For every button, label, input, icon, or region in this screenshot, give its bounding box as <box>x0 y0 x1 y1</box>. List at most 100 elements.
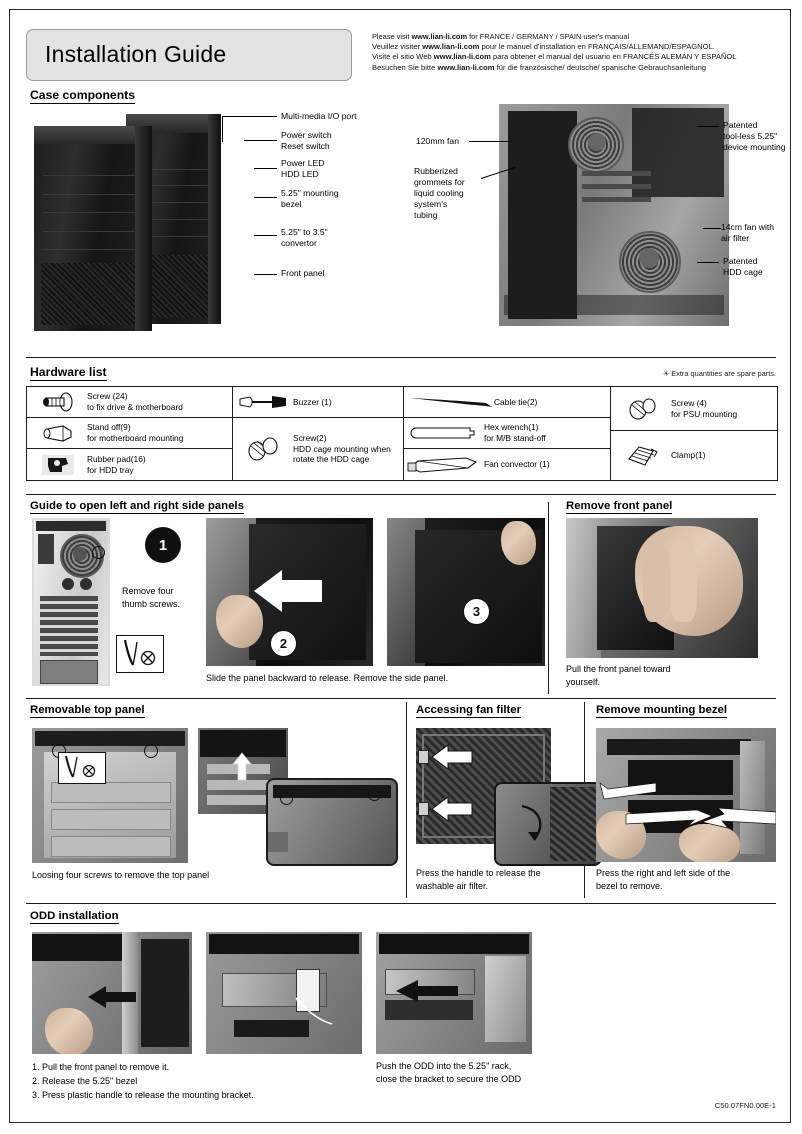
label-14cm-fan-with-air-filter: 14cm fan with air filter <box>721 222 775 243</box>
leader-line-2 <box>244 140 277 141</box>
language-notes: Please visit www.lian-li.com for FRANCE … <box>372 32 776 73</box>
fan-filter-inset-photo <box>494 782 602 866</box>
leader-14cm-fan <box>703 228 721 229</box>
screw2-icon <box>235 436 293 463</box>
leader-line-3 <box>254 168 277 169</box>
standoff-icon <box>29 420 87 447</box>
language-note-fr: Veuillez visiter www.lian-li.com pour le… <box>372 42 715 52</box>
leader-line-5 <box>254 235 277 236</box>
label-power-switch: Power switch <box>281 130 332 140</box>
document-code: C50.07FN0.00E-1 <box>714 1101 776 1110</box>
cable-tie-icon <box>406 389 494 416</box>
label-reset-switch: Reset switch <box>281 141 330 151</box>
odd-installation-section: ODD installation 1. Pull the front panel… <box>26 910 776 1100</box>
hardware-item-fan-convector: Fan convector (1) <box>404 449 610 480</box>
hardware-item-standoff9-text: Stand off(9) for motherboard mounting <box>87 422 184 443</box>
hardware-item-clamp-text: Clamp(1) <box>671 450 706 461</box>
screw4-icon <box>613 395 671 422</box>
title-box: Installation Guide <box>26 29 352 81</box>
hardware-item-standoff9: Stand off(9) for motherboard mounting <box>27 418 232 449</box>
odd-step-3: 3. Press plastic handle to release the m… <box>32 1090 254 1100</box>
screw-icon <box>29 389 87 416</box>
label-front-panel: Front panel <box>281 268 325 278</box>
front-panel-heading: Remove front panel <box>566 500 673 514</box>
mounting-bezel-photo <box>596 728 776 862</box>
language-note-es: Visite el sitio Web www.lian-li.com para… <box>372 52 737 62</box>
top-screw-circle-right <box>144 744 158 758</box>
leader-line-4 <box>254 197 277 198</box>
label-power-led: Power LED <box>281 158 325 168</box>
front-panel-caption: Pull the front panel toward yourself. <box>566 664 671 687</box>
odd-photo-3 <box>376 932 532 1054</box>
remove-thumbscrews-note: Remove four thumb screws. <box>122 586 181 609</box>
hardware-item-buzzer: Buzzer (1) <box>233 387 403 418</box>
hardware-item-screw2-text: Screw(2) HDD cage mounting when rotate t… <box>293 433 391 465</box>
case-interior-photo-group: 120mm fan Rubberized grommets for liquid… <box>411 104 786 344</box>
panel-guides-section: Guide to open left and right side panels… <box>26 500 776 696</box>
page-border <box>9 9 791 1123</box>
label-patented-hdd-cage: Patented HDD cage <box>723 256 763 277</box>
hardware-column-1: Screw (24) to fix drive & motherboard St… <box>27 387 233 480</box>
step-2-badge: 2 <box>270 630 297 657</box>
hardware-item-hex-wrench: Hex wrench(1) for M/B stand-off <box>404 418 610 449</box>
three-panel-section: Removable top panel Loos <box>26 702 776 900</box>
top-screw-callout <box>58 752 106 784</box>
page-title: Installation Guide <box>45 41 227 67</box>
hardware-item-buzzer-text: Buzzer (1) <box>293 396 332 407</box>
remove-panel-photo: 3 <box>387 518 545 666</box>
label-525-to-35-convertor: 5.25" to 3.5" convertor <box>281 227 328 248</box>
divider-after-three-panel <box>26 903 776 904</box>
hardware-item-hex-wrench-text: Hex wrench(1) for M/B stand-off <box>484 422 546 443</box>
fan-convector-icon <box>406 451 484 478</box>
panel-guides-vertical-divider <box>548 502 549 694</box>
hardware-item-screw24-text: Screw (24) to fix drive & motherboard <box>87 391 183 412</box>
hardware-column-2: Buzzer (1) Screw(2) HDD cage mounting wh… <box>233 387 404 480</box>
hardware-item-screw4-text: Screw (4) for PSU mounting <box>671 397 738 419</box>
hardware-list-section: Hardware list ✳ Extra quantities are spa… <box>26 363 778 485</box>
mounting-bezel-caption: Press the right and left side of the bez… <box>596 868 731 891</box>
tower-photo-front <box>34 126 152 331</box>
case-components-section: Case components <box>26 86 786 351</box>
language-note-de: Besuchen Sie bitte www.lian-li.com für d… <box>372 62 707 72</box>
lianli-url-de: www.lian-li.com <box>437 62 495 72</box>
hex-wrench-icon <box>406 420 484 447</box>
top-panel-photo-left <box>32 728 188 863</box>
fan-screw-circle-left <box>280 792 293 805</box>
hardware-item-clamp: Clamp(1) <box>611 431 777 480</box>
odd-photo-1 <box>32 932 192 1054</box>
case-front-photo-group: Multi-media I/O port Power switch Reset … <box>26 104 386 344</box>
leader-120mm-fan <box>469 141 511 142</box>
hardware-item-rubber-pad16: Rubber pad(16) for HDD tray <box>27 449 232 480</box>
odd-step-1: 1. Pull the front panel to remove it. <box>32 1062 170 1072</box>
odd-steps: 1. Pull the front panel to remove it. 2.… <box>32 1060 254 1102</box>
thumbscrew-callout <box>116 635 164 673</box>
odd-installation-heading: ODD installation <box>30 910 119 924</box>
leader-toolless-mounting <box>697 126 719 127</box>
clamp-icon <box>613 442 671 469</box>
lianli-url-en: www.lian-li.com <box>411 32 468 41</box>
lianli-url-fr: www.lian-li.com <box>422 42 480 52</box>
slide-panel-photo: 2 <box>206 518 373 666</box>
label-120mm-fan: 120mm fan <box>416 136 459 146</box>
divider-after-case-components <box>26 357 776 358</box>
hardware-list-table: Screw (24) to fix drive & motherboard St… <box>26 386 778 481</box>
buzzer-icon <box>235 389 293 416</box>
label-hdd-led: HDD LED <box>281 169 319 179</box>
hardware-item-cable-tie-text: Cable tie(2) <box>494 396 538 407</box>
case-components-heading: Case components <box>30 88 135 104</box>
divider-after-hardware-list <box>26 494 776 495</box>
fan-filter-heading: Accessing fan filter <box>416 704 522 718</box>
rear-case-photo <box>32 518 110 686</box>
fan-screw-circle-right <box>368 788 381 801</box>
odd-photo-2 <box>206 932 362 1054</box>
hardware-item-rubber-pad16-text: Rubber pad(16) for HDD tray <box>87 453 146 475</box>
hardware-item-screw24: Screw (24) to fix drive & motherboard <box>27 387 232 418</box>
leader-hdd-cage <box>697 262 719 263</box>
mounting-bezel-heading: Remove mounting bezel <box>596 704 728 718</box>
label-rubberized-grommets: Rubberized grommets for liquid cooling s… <box>414 166 465 220</box>
odd-right-caption: Push the ODD into the 5.25" rack, close … <box>376 1061 522 1084</box>
step-1-badge: 1 <box>145 527 181 563</box>
top-panel-caption: Loosing four screws to remove the top pa… <box>32 870 210 880</box>
hardware-item-fan-convector-text: Fan convector (1) <box>484 459 550 470</box>
